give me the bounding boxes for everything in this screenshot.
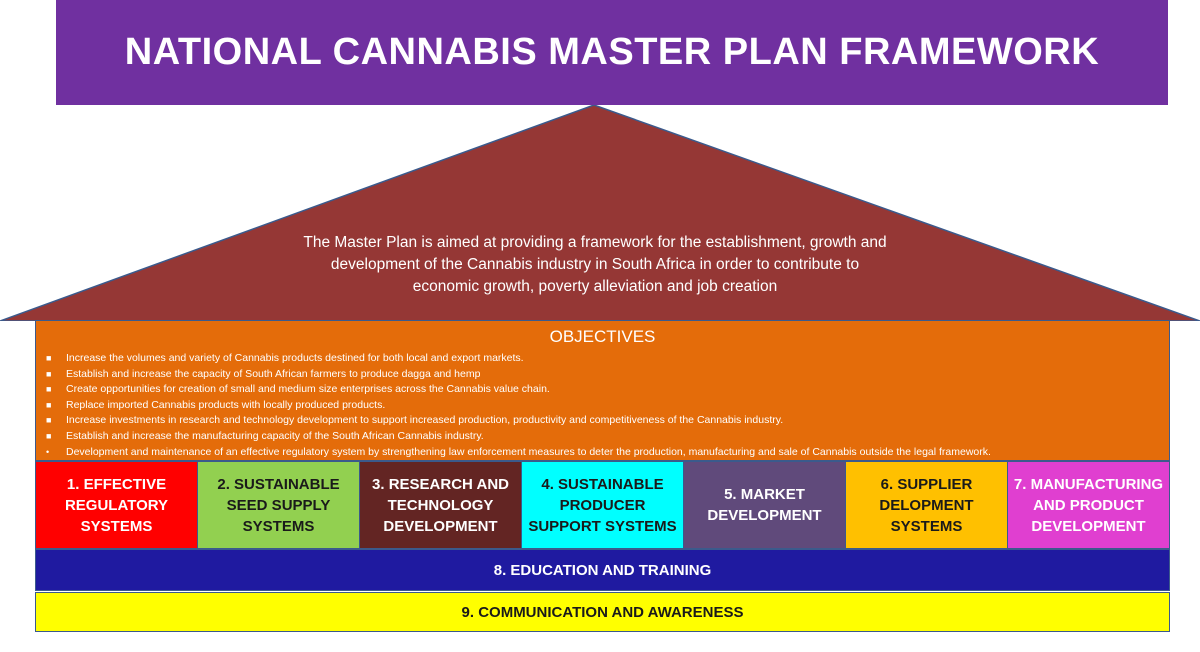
page-title: NATIONAL CANNABIS MASTER PLAN FRAMEWORK: [124, 31, 1100, 73]
list-item: ■ Establish and increase the manufacturin…: [46, 429, 1169, 445]
bullet-icon: ■: [46, 415, 52, 426]
roof-statement: The Master Plan is aimed at providing a …: [303, 234, 887, 295]
title-banner: NATIONAL CANNABIS MASTER PLAN FRAMEWORK: [56, 0, 1168, 105]
objective-text: Create opportunities for creation of sma…: [66, 383, 550, 396]
pillar-market-development: 5. MARKET DEVELOPMENT: [684, 462, 846, 548]
pillar-research-technology: 3. RESEARCH AND TECHNOLOGY DEVELOPMENT: [360, 462, 522, 548]
pillar-producer-support: 4. SUSTAINABLE PRODUCER SUPPORT SYSTEMS: [522, 462, 684, 548]
objective-text: Establish and increase the capacity of S…: [66, 367, 481, 380]
objective-text: Replace imported Cannabis products with …: [66, 398, 386, 411]
list-item: ■ Increase investments in research and te…: [46, 413, 1169, 429]
list-item: ■ Replace imported Cannabis products with…: [46, 398, 1169, 414]
pillar-supplier-development: 6. SUPPLIER DELOPMENT SYSTEMS: [846, 462, 1008, 548]
communication-awareness-band: 9. COMMUNICATION AND AWARENESS: [35, 592, 1170, 632]
bullet-icon: ■: [46, 430, 52, 441]
bullet-icon: ■: [46, 399, 52, 410]
objective-text: Increase the volumes and variety of Cann…: [66, 352, 524, 364]
education-training-band: 8. EDUCATION AND TRAINING: [35, 549, 1170, 591]
pillars-row: 1. EFFECTIVE REGULATORY SYSTEMS 2. SUSTA…: [35, 461, 1170, 549]
list-item: ■ Increase the volumes and variety of Can…: [46, 351, 1169, 367]
bullet-icon: ■: [46, 353, 52, 363]
objectives-list: ■ Increase the volumes and variety of Can…: [36, 351, 1169, 460]
objective-text: Development and maintenance of an effect…: [66, 445, 991, 458]
bullet-icon: ■: [46, 368, 52, 379]
objective-text: Establish and increase the manufacturing…: [66, 429, 484, 442]
list-item: ■ Establish and increase the capacity of …: [46, 367, 1169, 383]
bullet-icon: ■: [46, 384, 52, 395]
pillar-seed-supply-systems: 2. SUSTAINABLE SEED SUPPLY SYSTEMS: [198, 462, 360, 548]
pillar-regulatory-systems: 1. EFFECTIVE REGULATORY SYSTEMS: [36, 462, 198, 548]
bullet-icon: •: [46, 446, 50, 457]
list-item: • Development and maintenance of an effec…: [46, 445, 1169, 461]
objectives-heading: OBJECTIVES: [549, 327, 656, 346]
list-item: ■ Create opportunities for creation of sm…: [46, 382, 1169, 398]
roof-triangle: [0, 105, 1200, 321]
pillar-manufacturing-product: 7. MANUFACTURING AND PRODUCT DEVELOPMENT: [1008, 462, 1169, 548]
objectives-panel: OBJECTIVES ■ Increase the volumes and var…: [35, 320, 1170, 461]
objective-text: Increase investments in research and tec…: [66, 414, 784, 427]
